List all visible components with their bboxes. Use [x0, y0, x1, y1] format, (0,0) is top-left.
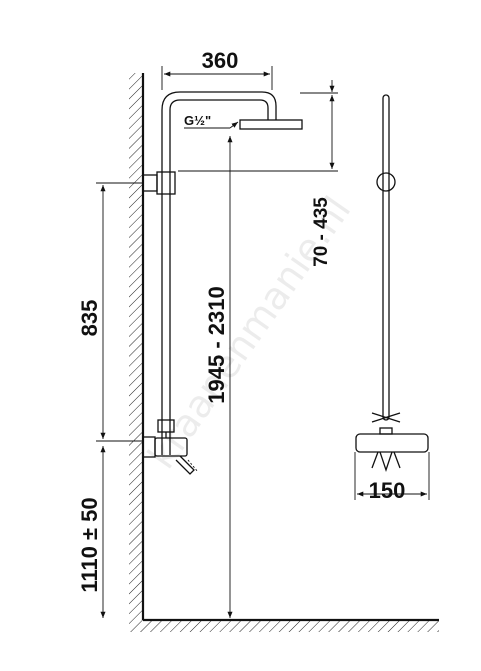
thread-callout: G½" [184, 113, 239, 129]
dim-arm-length: 360 [161, 48, 273, 90]
wall [129, 73, 145, 620]
dim-mixer-centers: 150 [354, 452, 430, 503]
wall-bracket [142, 174, 158, 192]
shower-column-side-view [142, 91, 303, 475]
front-bracket [376, 172, 396, 192]
mixer-height-label: 1110 ± 50 [77, 497, 102, 592]
head-height-label: 70 - 435 [311, 197, 332, 267]
mixer-side [142, 432, 199, 475]
dim-bar-length: 835 [77, 182, 143, 442]
shower-column-front-view [355, 94, 429, 473]
dim-mixer-height: 1110 ± 50 [77, 446, 106, 618]
mixer-centers-label: 150 [369, 478, 406, 503]
shower-head [239, 119, 303, 130]
watermark: kraanenmanie.nl [139, 189, 359, 477]
mixer-front [355, 412, 429, 473]
total-height-label: 1945 - 2310 [204, 286, 229, 403]
floor [129, 618, 439, 632]
arm-length-label: 360 [202, 48, 239, 73]
dim-total-height: 1945 - 2310 [204, 136, 233, 618]
thread-label: G½" [184, 113, 211, 128]
bar-length-label: 835 [77, 300, 102, 337]
dim-head-height: 70 - 435 [178, 80, 338, 267]
